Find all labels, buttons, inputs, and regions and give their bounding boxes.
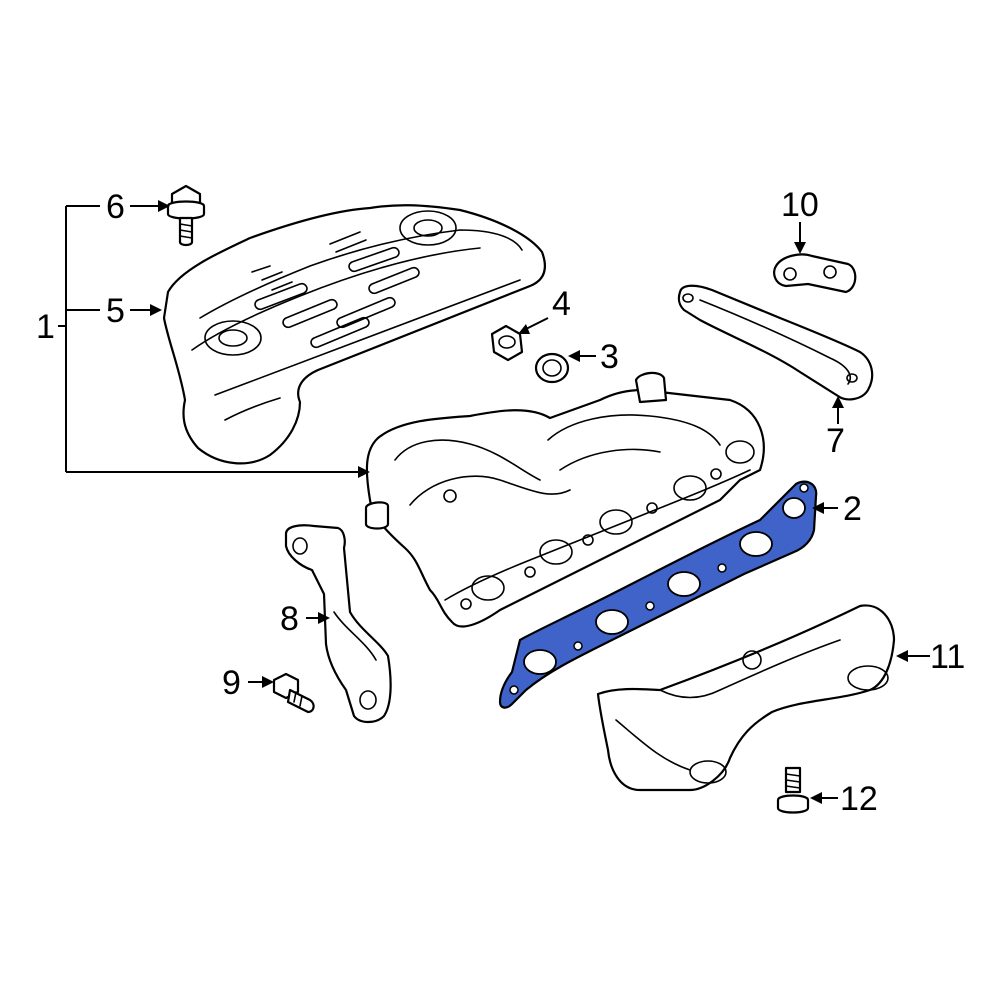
part-small-bracket-10[interactable]: [773, 253, 857, 294]
part-ring-gasket-3[interactable]: [534, 352, 570, 384]
callout-11: 11: [930, 638, 965, 676]
callout-8: 8: [280, 600, 299, 638]
callout-10: 10: [781, 186, 819, 224]
part-bolt-6[interactable]: [166, 184, 206, 247]
part-exhaust-manifold[interactable]: [364, 371, 765, 628]
part-lower-heat-shield[interactable]: [596, 604, 896, 792]
part-manifold-gasket[interactable]: [498, 480, 818, 709]
part-nut-4[interactable]: [490, 324, 524, 362]
part-bolt-12[interactable]: [776, 766, 810, 814]
callout-1: 1: [36, 308, 55, 346]
part-upper-heat-shield[interactable]: [162, 204, 546, 465]
callout-7: 7: [826, 422, 845, 460]
part-long-bracket-7[interactable]: [677, 284, 874, 401]
part-bolt-9[interactable]: [272, 672, 315, 714]
callout-2: 2: [843, 490, 862, 528]
callout-12: 12: [840, 780, 878, 818]
callout-5: 5: [106, 292, 125, 330]
callout-3: 3: [600, 338, 619, 376]
part-lower-bracket-8[interactable]: [284, 524, 392, 724]
callout-labels: 1 2 3 4 5 6 7 8 9 10 11 12: [36, 186, 965, 818]
callout-4: 4: [552, 285, 571, 323]
leader-lines: [58, 200, 930, 804]
callout-9: 9: [222, 664, 241, 702]
callout-6: 6: [106, 188, 125, 226]
